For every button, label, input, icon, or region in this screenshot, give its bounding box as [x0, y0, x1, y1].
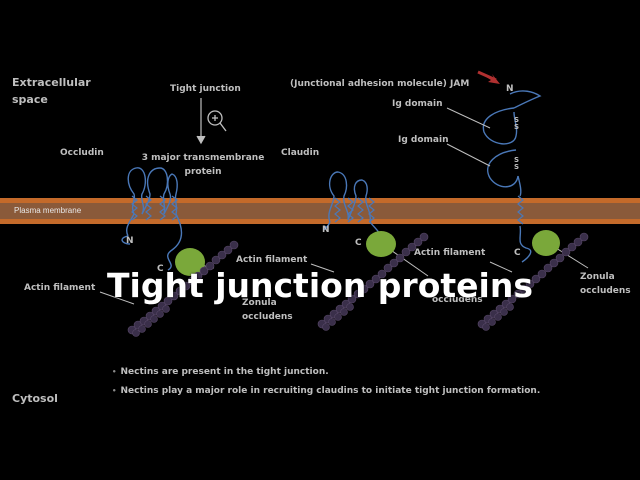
bullet-dot-icon: •	[112, 387, 117, 395]
actin-filament-1	[127, 240, 239, 337]
occludin-label: Occludin	[60, 148, 104, 158]
plasma-membrane	[0, 198, 640, 224]
ig-domain-label-2: Ig domain	[398, 135, 449, 145]
slide-title: Tight junction proteins	[107, 266, 533, 305]
bullet-item-2: •Nectins play a major role in recruiting…	[112, 386, 540, 396]
tight-junction-arrow	[196, 98, 206, 145]
occludin-helices	[131, 195, 178, 221]
extracellular-space-label: Extracellular space	[12, 76, 91, 106]
jam-protein	[482, 90, 542, 263]
actin-filament-label-2: Actin filament	[236, 255, 308, 265]
claudin-c-terminus: C	[355, 238, 362, 248]
zonula-occludens-label-3: Zonula occludens	[580, 272, 631, 296]
zonula-occludens	[175, 230, 560, 276]
jam-n-terminus: N	[506, 84, 514, 94]
occludin-protein	[121, 167, 183, 271]
tight-junction-label: Tight junction	[170, 84, 241, 94]
jam-label: (Junctional adhesion molecule) JAM	[290, 79, 470, 89]
jam-c-terminus: C	[514, 248, 521, 258]
cytosol-label: Cytosol	[12, 392, 58, 405]
actin-filament-3	[477, 232, 589, 331]
actin-filament-label-3: Actin filament	[414, 248, 486, 258]
ig-domain-label-1: Ig domain	[392, 99, 443, 109]
claudin-label: Claudin	[281, 148, 320, 158]
transmembrane-label: 3 major transmembrane protein	[141, 153, 265, 177]
actin-filament-2	[317, 232, 429, 331]
actin-filament-label-1: Actin filament	[24, 283, 96, 293]
bullet-text-1: Nectins are present in the tight junctio…	[120, 367, 329, 377]
claudin-n-terminus: N	[322, 225, 330, 235]
bullet-dot-icon: •	[112, 368, 117, 376]
occludin-c-terminus: C	[157, 264, 164, 274]
occludin-n-terminus: N	[126, 236, 134, 246]
plasma-membrane-label: Plasma membrane	[14, 206, 82, 215]
red-arrow-icon	[477, 70, 500, 84]
magnifier-icon	[207, 110, 227, 132]
disulfide-label-1: S S	[514, 116, 520, 131]
zonula-occludens-label-1: Zonula occludens	[242, 298, 293, 322]
disulfide-label-2: S S	[514, 156, 520, 171]
zonula-occludens-label-2: occludens	[432, 295, 483, 305]
bullet-item-1: •Nectins are present in the tight juncti…	[112, 367, 329, 377]
claudin-helices	[334, 197, 375, 223]
jam-helix	[517, 195, 524, 225]
bullet-text-2: Nectins play a major role in recruiting …	[120, 386, 541, 396]
